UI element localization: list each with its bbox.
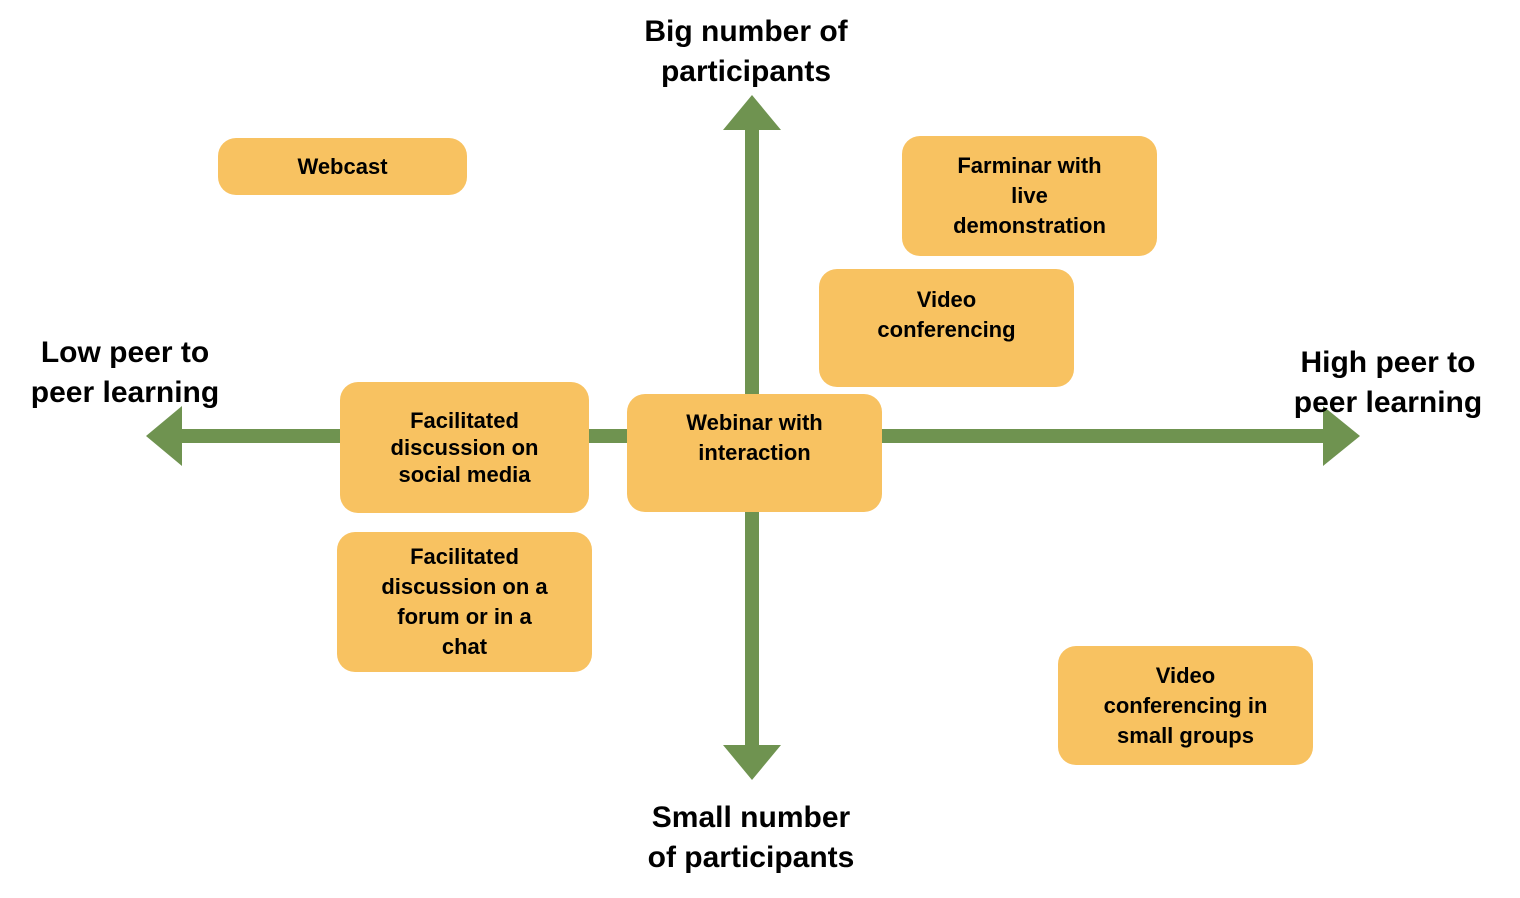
axis-label-bottom: Small number of participants — [647, 801, 855, 874]
social-media-box: Facilitated discussion on social media — [340, 382, 589, 513]
forum-chat-label: Facilitated discussion on a forum or in … — [381, 544, 548, 659]
small-groups-box: Video conferencing in small groups — [1058, 646, 1313, 765]
left-arrowhead-icon — [146, 406, 182, 466]
farminar-label: Farminar with live demonstration — [953, 153, 1106, 238]
webinar-box: Webinar with interaction — [627, 394, 882, 512]
axis-label-right: High peer to peer learning — [1293, 346, 1483, 419]
small-groups-label: Video conferencing in small groups — [1103, 662, 1268, 748]
social-media-label: Facilitated discussion on social media — [390, 408, 539, 487]
webcast-label: Webcast — [297, 153, 388, 179]
forum-chat-box: Facilitated discussion on a forum or in … — [337, 532, 592, 672]
up-arrowhead-icon — [723, 95, 781, 130]
video-conferencing-label: Video conferencing — [877, 287, 1016, 342]
farminar-box: Farminar with live demonstration — [902, 136, 1157, 256]
axis-label-left: Low peer to peer learning — [30, 336, 220, 409]
right-arrowhead-icon — [1323, 406, 1360, 466]
video-conferencing-box: Video conferencing — [819, 269, 1074, 387]
axis-label-top: Big number of participants — [644, 15, 848, 88]
webcast-box: Webcast — [218, 138, 467, 195]
webinar-label: Webinar with interaction — [686, 410, 823, 465]
down-arrowhead-icon — [723, 745, 781, 780]
